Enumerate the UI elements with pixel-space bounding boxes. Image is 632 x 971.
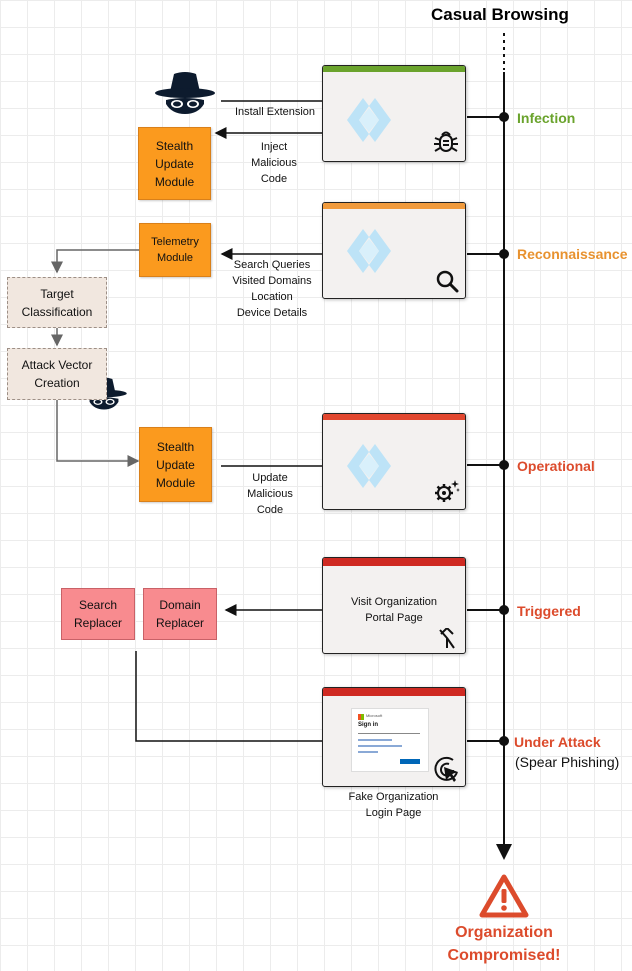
window-bar bbox=[323, 203, 465, 209]
triggered-window: Visit Organization Portal Page bbox=[322, 557, 466, 654]
window-bar bbox=[323, 66, 465, 72]
attack-vector-creation: Attack Vector Creation bbox=[7, 348, 107, 400]
login-brand: Microsoft bbox=[366, 713, 383, 718]
login-link bbox=[358, 745, 402, 747]
bug-icon bbox=[434, 131, 458, 152]
edge-to-target bbox=[51, 249, 140, 274]
microsoft-logo-icon bbox=[358, 714, 364, 720]
login-mockup: Microsoft Sign in bbox=[351, 708, 429, 772]
fake-login-caption: Fake Organization Login Page bbox=[348, 791, 439, 819]
stealth-update-module-1: Stealth Update Module bbox=[138, 127, 211, 200]
edge-attack-stealth bbox=[56, 399, 140, 467]
merge-icon bbox=[439, 628, 455, 649]
outcome-text: Organization Compromised! bbox=[447, 924, 561, 964]
edge-label-update: Update Malicious Code bbox=[247, 472, 293, 516]
window-bar bbox=[323, 558, 465, 566]
stage-infection: Infection bbox=[517, 110, 576, 126]
stage-under-attack: Under Attack bbox=[514, 734, 601, 750]
page-title: Casual Browsing bbox=[431, 5, 569, 24]
login-link bbox=[358, 751, 378, 753]
extension-logo-icon bbox=[347, 98, 391, 142]
operational-window bbox=[322, 413, 466, 510]
triggered-page-label: Visit Organization Portal Page bbox=[350, 596, 437, 624]
login-field bbox=[358, 733, 420, 734]
edge-label-inject: Inject Malicious Code bbox=[251, 141, 297, 185]
login-heading: Sign in bbox=[358, 722, 378, 728]
telemetry-module: Telemetry Module bbox=[139, 223, 211, 277]
hacker-icon bbox=[155, 72, 215, 114]
search-replacer: Search Replacer bbox=[61, 588, 135, 640]
stealth-update-module-2: Stealth Update Module bbox=[139, 427, 212, 502]
fake-login-window: Microsoft Sign in bbox=[322, 687, 466, 787]
window-bar bbox=[323, 414, 465, 420]
gears-icon bbox=[435, 480, 460, 502]
stage-operational: Operational bbox=[517, 458, 595, 474]
login-next-button bbox=[400, 759, 420, 764]
search-icon bbox=[436, 270, 459, 293]
extension-logo-icon bbox=[347, 229, 391, 273]
edge-replacer-login bbox=[135, 651, 339, 747]
domain-replacer: Domain Replacer bbox=[143, 588, 217, 640]
edge-label-telemetry: Search Queries Visited Domains Location … bbox=[232, 259, 312, 319]
window-bar bbox=[323, 688, 465, 696]
warning-icon bbox=[479, 874, 529, 918]
edge-label-install: Install Extension bbox=[234, 106, 316, 118]
stage-reconnaissance: Reconnaissance bbox=[517, 246, 628, 262]
target-classification: Target Classification bbox=[7, 277, 107, 328]
cursor-click-icon bbox=[434, 756, 458, 782]
stage-triggered: Triggered bbox=[517, 603, 581, 619]
stage-under-attack-sub: (Spear Phishing) bbox=[515, 754, 620, 770]
login-link bbox=[358, 739, 392, 741]
reconnaissance-window bbox=[322, 202, 466, 299]
hacker-icon bbox=[81, 377, 127, 410]
extension-logo-icon bbox=[347, 444, 391, 488]
infection-window bbox=[322, 65, 466, 162]
